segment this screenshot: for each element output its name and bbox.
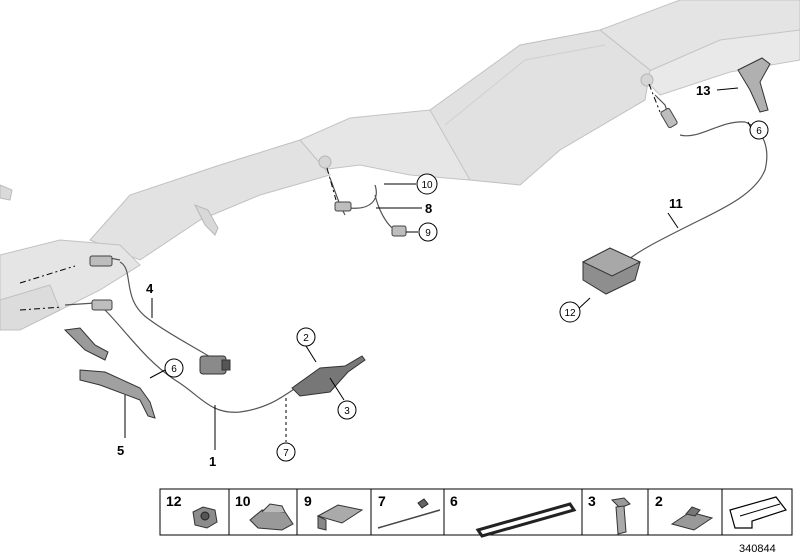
callout-7: 7 [283, 448, 289, 459]
callout-6-left: 6 [171, 364, 177, 375]
control-unit [581, 247, 642, 295]
clip-holder-icon [249, 503, 294, 531]
exhaust-system [0, 0, 800, 331]
strip-number-6: 6 [450, 493, 458, 509]
callout-5: 5 [117, 443, 124, 458]
parts-strip: 12 10 9 7 6 3 [159, 488, 793, 538]
strip-number-3: 3 [588, 493, 596, 509]
nut-icon [192, 506, 218, 529]
bracket-assembly [63, 327, 156, 419]
grommet-strip-icon [475, 502, 577, 538]
callout-9: 9 [425, 228, 431, 239]
document-number: 340844 [739, 543, 776, 555]
callouts: 4 5 1 8 11 13 6 7 2 3 10 9 12 6 [117, 83, 769, 469]
callout-4: 4 [146, 281, 154, 296]
spring-nut-icon [670, 506, 714, 531]
strip-number-10: 10 [235, 493, 251, 509]
callout-8: 8 [425, 201, 432, 216]
callout-6-right: 6 [756, 126, 762, 137]
leader-lines [19, 83, 753, 450]
rear-bracket [737, 57, 771, 113]
callout-12: 12 [564, 308, 576, 319]
sensor-holder [291, 355, 366, 397]
callout-13: 13 [696, 83, 710, 98]
sensor-bodies [89, 107, 678, 311]
bracket-icon [316, 504, 364, 531]
strip-number-2: 2 [655, 493, 663, 509]
callout-2: 2 [303, 333, 309, 344]
strip-number-12: 12 [166, 493, 182, 509]
callout-10: 10 [421, 180, 433, 191]
cable-tie-icon [377, 498, 441, 529]
strip-number-9: 9 [304, 493, 312, 509]
callout-3: 3 [344, 406, 350, 417]
callout-1: 1 [209, 454, 216, 469]
callout-11: 11 [669, 196, 683, 211]
strip-number-7: 7 [378, 493, 386, 509]
connector [199, 355, 231, 375]
arrow-icon [729, 496, 787, 529]
bolt-icon [610, 497, 631, 535]
